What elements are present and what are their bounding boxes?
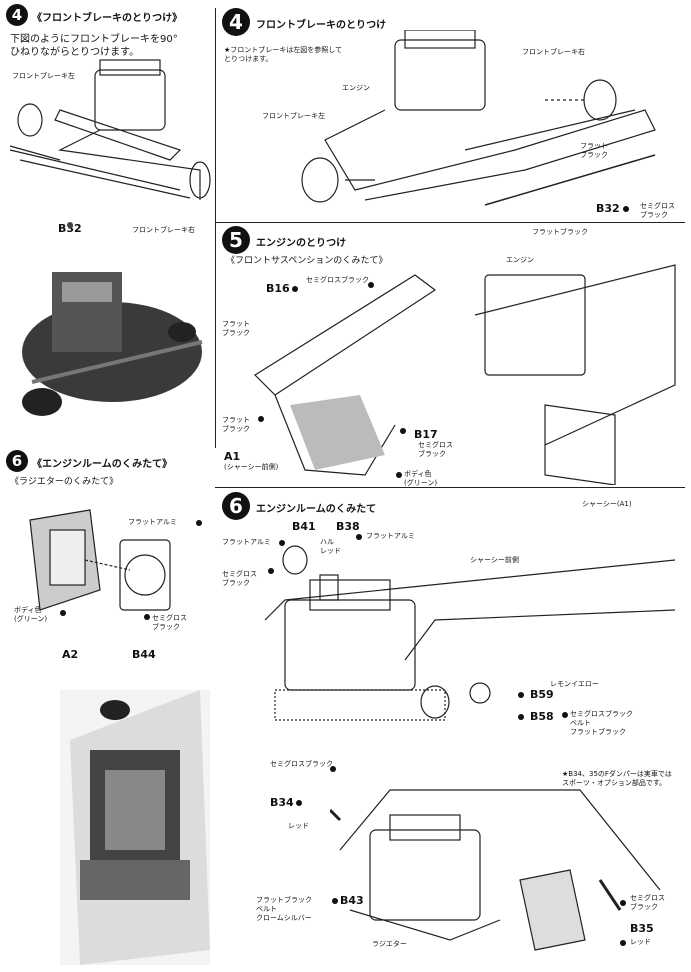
step-title-5: エンジンのとりつけ (256, 238, 347, 249)
engine-chassis-drawing (301, 30, 656, 206)
paint-dot (562, 712, 568, 718)
part-b58: B58 (530, 710, 554, 723)
label-engine-5: エンジン (506, 256, 534, 264)
horizontal-divider-2 (215, 487, 685, 488)
label-brake-left: フロントブレーキ左 (12, 72, 75, 80)
part-b17: B17 (414, 428, 438, 441)
part-b16: B16 (266, 282, 290, 295)
front-brake-drawing (9, 59, 211, 228)
label-b17-color: セミグロス ブラック (418, 441, 453, 458)
part-b38: B38 (336, 520, 360, 533)
part-b43: B43 (340, 894, 364, 907)
label-flat-black-5b: フラット ブラック (222, 416, 250, 433)
radiator-drawing (29, 509, 171, 611)
paint-dot (518, 692, 524, 698)
step-number-5: 5 (222, 226, 250, 254)
step-note-4-right: ★フロントブレーキは左図を参照して とりつけます。 (224, 46, 343, 63)
part-a2: A2 (62, 648, 79, 661)
paint-dot (279, 540, 285, 546)
paint-dot (258, 416, 264, 422)
label-semigloss-r2: セミグロス ブラック (630, 894, 665, 911)
label-semigloss-black-5: セミグロスブラック (306, 276, 369, 284)
paint-dot (268, 568, 274, 574)
engine-photo (12, 252, 212, 432)
label-hull-red: ハル レッド (320, 538, 341, 555)
paint-dot (518, 714, 524, 720)
step-number-6-right: 6 (222, 492, 250, 520)
label-body-color-5: ボディ色 (グリーン) (404, 470, 438, 487)
paint-dot (332, 898, 338, 904)
paint-dot (620, 940, 626, 946)
engine-room-drawing (264, 545, 676, 721)
label-lemon-yellow: レモンイエロー (550, 680, 599, 688)
label-b58-color: セミグロスブラック ベルト フラットブラック (570, 710, 633, 736)
label-chassis-a1: シャーシー(A1) (582, 500, 632, 508)
paint-dot (356, 534, 362, 540)
step-number-4-right: 4 (222, 8, 250, 36)
part-b35: B35 (630, 922, 654, 935)
label-engine: エンジン (342, 84, 370, 92)
paint-dot (60, 610, 66, 616)
step-title-4-right: フロントブレーキのとりつけ (256, 20, 387, 31)
step-title-6-right: エンジンルームのくみたて (256, 504, 377, 515)
engine-bay-photo (60, 690, 210, 965)
paint-dot (368, 282, 374, 288)
part-b32-right: B32 (596, 202, 620, 215)
label-flat-black-belt: フラットブラック ベルト クロームシルバー (256, 896, 312, 922)
label-a1-note: (シャーシー前側) (224, 463, 279, 471)
label-flat-alumi-r2: フラットアルミ (366, 532, 415, 540)
label-brake-right-r: フロントブレーキ右 (522, 48, 585, 56)
paint-dot (296, 800, 302, 806)
label-body-color-6: ボディ色 (グリーン) (14, 606, 48, 623)
label-radiator: ラジエター (372, 940, 407, 948)
step-note-4-left-1: 下図のようにフロントブレーキを90° (10, 34, 178, 45)
step-title-6-left: 《エンジンルームのくみたて》 (32, 459, 173, 470)
part-b59: B59 (530, 688, 554, 701)
label-semigloss-black-r: セミグロス ブラック (222, 570, 257, 587)
label-brake-right: フロントブレーキ右 (132, 226, 195, 234)
paint-dot (292, 286, 298, 292)
part-b32-left: B32 (58, 222, 82, 235)
step-number-6-left: 6 (6, 450, 28, 472)
paint-dot (196, 520, 202, 526)
part-b44: B44 (132, 648, 156, 661)
label-chassis-front: シャーシー前側 (470, 556, 519, 564)
label-brake-left-r: フロントブレーキ左 (262, 112, 325, 120)
label-semigloss: セミグロス ブラック (640, 202, 675, 219)
step-title-4-left: 《フロントブレーキのとりつけ》 (32, 13, 183, 24)
label-red-1: レッド (288, 822, 309, 830)
paint-dot (396, 472, 402, 478)
radiator-install-drawing (330, 789, 661, 951)
vertical-divider (215, 8, 216, 448)
step-subtitle-6-left: 《ラジエターのくみたて》 (10, 477, 119, 487)
step-note-4-left-2: ひねりながらとりつけます。 (10, 47, 140, 58)
label-flat-black-a: フラット ブラック (580, 142, 608, 159)
suspension-drawing (254, 264, 676, 485)
step-subtitle-5: 《フロントサスペンションのくみたて》 (226, 256, 388, 266)
horizontal-divider (215, 222, 685, 223)
paint-dot (330, 766, 336, 772)
paint-dot (144, 614, 150, 620)
label-flat-alumi-6: フラットアルミ (128, 518, 177, 526)
label-semigloss-6: セミグロス ブラック (152, 614, 187, 631)
step-number-4-left: 4 (6, 4, 28, 26)
label-damper-note: ★B34、35のFダンパーは実車では スポーツ・オプション部品です。 (562, 770, 672, 787)
paint-dot (400, 428, 406, 434)
part-b41: B41 (292, 520, 316, 533)
paint-dot (623, 206, 629, 212)
part-b34: B34 (270, 796, 294, 809)
label-red-2: レッド (630, 938, 651, 946)
label-semigloss-black-r2: セミグロスブラック (270, 760, 333, 768)
label-flat-black-b: フラットブラック (532, 228, 588, 236)
paint-dot (620, 900, 626, 906)
label-flat-black-5a: フラット ブラック (222, 320, 250, 337)
label-flat-alumi-r1: フラットアルミ (222, 538, 271, 546)
part-a1: A1 (224, 450, 241, 463)
